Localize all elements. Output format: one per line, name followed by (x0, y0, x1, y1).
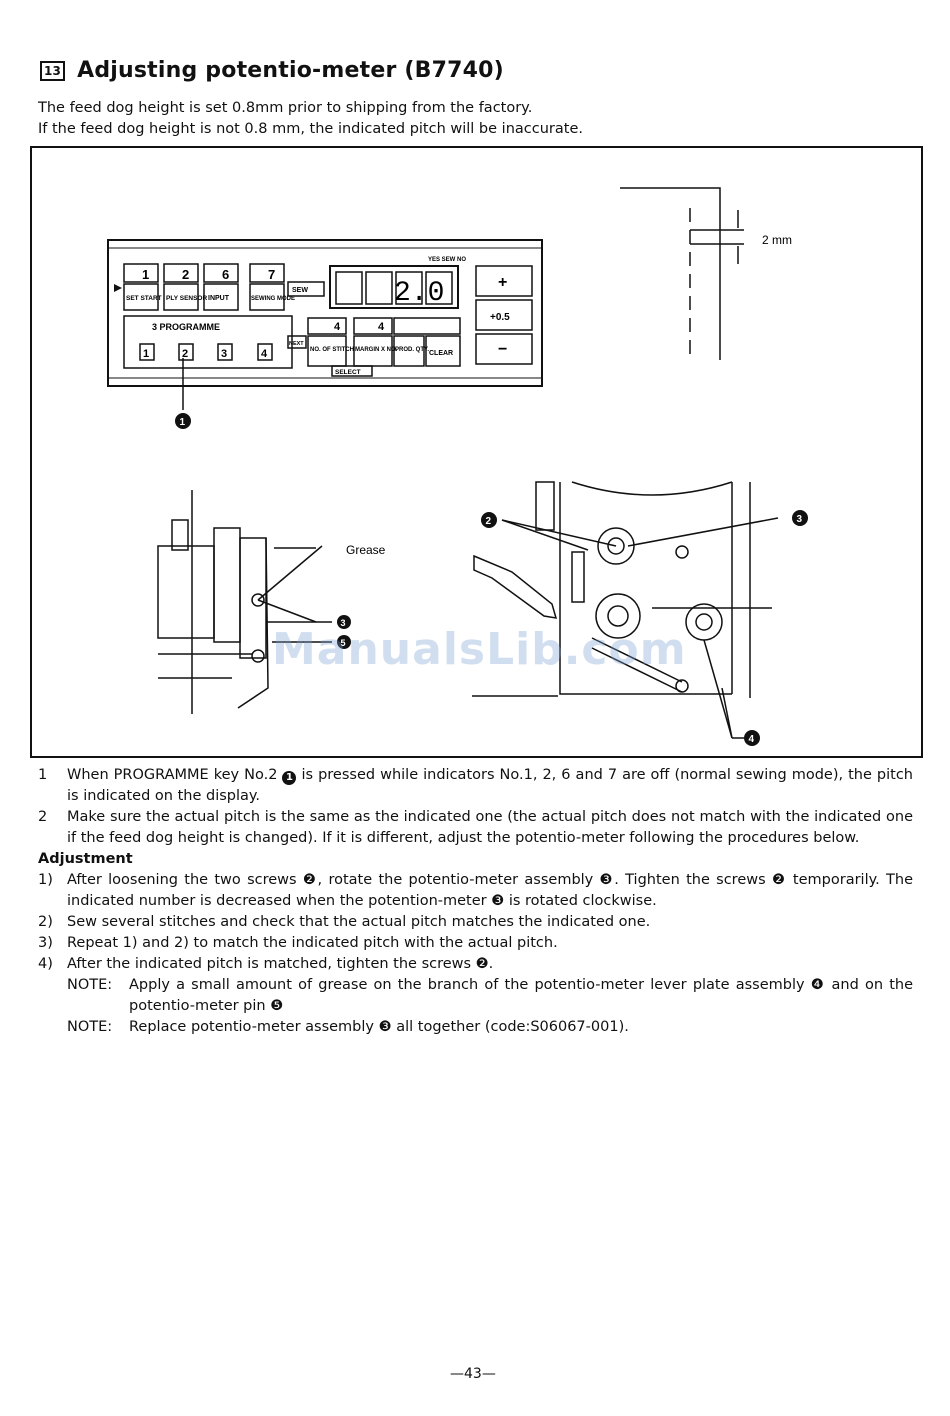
key-label-set-start: SET START (126, 295, 162, 302)
adjustment-2: 2) Sew several stitches and check that t… (38, 912, 913, 933)
section-title: 13 Adjusting potentio-meter (B7740) (40, 58, 504, 83)
key-margin: MARGIN X NO. (355, 347, 398, 353)
adjustment-text: After loosening the two screws ❷, rotate… (67, 872, 913, 909)
title-text: Adjusting potentio-meter (B7740) (77, 58, 504, 83)
figure-box: 1 2 6 7 SET START PLY SENSOR INPUT SEWIN… (30, 146, 923, 758)
adjustment-text: Repeat 1) and 2) to match the indicated … (67, 935, 558, 951)
adjustment-text: Sew several stitches and check that the … (67, 914, 651, 930)
callout-1-number: 1 (180, 417, 186, 428)
adjustment-1: 1) After loosening the two screws ❷, rot… (38, 870, 913, 912)
section-number-box: 13 (40, 60, 66, 81)
note-label: NOTE: (67, 1019, 113, 1035)
plus-key: + (498, 274, 507, 291)
potentiometer-side-view (157, 490, 332, 714)
callout-2-number: 2 (486, 516, 492, 527)
stitch-num-4a: 4 (334, 321, 341, 333)
note-label: NOTE: (67, 977, 113, 993)
key-label-sewing-mode: SEWING MODE (251, 296, 295, 302)
dimension-label: 2 mm (762, 233, 792, 247)
key-label-ply-sensor: PLY SENSOR (166, 295, 207, 302)
note-1: NOTE: Apply a small amount of grease on … (38, 975, 913, 1017)
minus-key: − (498, 341, 507, 358)
note-text: Replace potentio-meter assembly ❸ all to… (129, 1019, 629, 1035)
intro-line: If the feed dog height is not 0.8 mm, th… (38, 121, 583, 137)
step-text: Make sure the actual pitch is the same a… (67, 809, 913, 846)
callout-3-left-marker (337, 615, 351, 629)
instructions: 1 When PROGRAMME key No.2 1 is pressed w… (38, 765, 913, 1038)
yes-sew-no-label: YES SEW NO (428, 257, 466, 263)
programme-key-4: 4 (261, 348, 268, 360)
adjustment-heading: Adjustment (38, 851, 133, 867)
control-panel: 1 2 6 7 SET START PLY SENSOR INPUT SEWIN… (107, 239, 543, 429)
callout-2-marker (481, 512, 497, 528)
callout-4-number: 4 (749, 734, 755, 745)
step-number: 2 (38, 809, 48, 825)
callout-5-marker (337, 635, 351, 649)
callout-5-number: 5 (341, 638, 346, 648)
figure-illustration: 1 2 6 7 SET START PLY SENSOR INPUT SEWIN… (107, 187, 808, 746)
step-text: When PROGRAMME key No.2 (67, 767, 283, 783)
callout-3-left-number: 3 (341, 618, 346, 628)
page-number: —43— (450, 1366, 496, 1382)
programme-key-2: 2 (182, 348, 188, 360)
step-number: 1 (38, 767, 48, 783)
intro-text: The feed dog height is set 0.8mm prior t… (38, 98, 583, 140)
feed-dog-dimension-diagram (620, 187, 744, 360)
key-1-number: 1 (142, 267, 149, 282)
watermark: ManualsLib.com (272, 624, 687, 675)
next-label: NEXT (289, 341, 304, 347)
key-no-of-stitch: NO. OF STITCH (310, 347, 354, 353)
display-readout: 2.0 (394, 278, 444, 309)
callout-3-right-number: 3 (797, 514, 803, 525)
stitch-num-4b: 4 (378, 321, 385, 333)
adjustment-number: 1) (38, 872, 53, 888)
programme-label: 3 PROGRAMME (152, 322, 220, 332)
plus05-key: +0.5 (490, 312, 510, 323)
grease-label: Grease (346, 543, 386, 557)
callout-3-right-marker (792, 510, 808, 526)
key-label-input: INPUT (208, 295, 230, 302)
note-2: NOTE: Replace potentio-meter assembly ❸ … (38, 1017, 913, 1038)
programme-key-3: 3 (221, 348, 227, 360)
programme-key-1: 1 (143, 348, 149, 360)
key-clear: CLEAR (429, 350, 453, 357)
adjustment-number: 4) (38, 956, 53, 972)
callout-1-marker (175, 413, 191, 429)
note-text: Apply a small amount of grease on the br… (129, 977, 913, 1014)
adjustment-number: 3) (38, 935, 53, 951)
select-label: SELECT (335, 369, 361, 376)
sew-label: SEW (292, 287, 308, 294)
adjustment-number: 2) (38, 914, 53, 930)
key-6-number: 6 (222, 267, 229, 282)
step-2: 2 Make sure the actual pitch is the same… (38, 807, 913, 849)
callout-4-marker (744, 730, 760, 746)
step-1: 1 When PROGRAMME key No.2 1 is pressed w… (38, 765, 913, 807)
adjustment-text: After the indicated pitch is matched, ti… (67, 956, 494, 972)
adjustment-3: 3) Repeat 1) and 2) to match the indicat… (38, 933, 913, 954)
key-prod-qty: PROD. QTY. (395, 347, 429, 353)
callout-1-inline: 1 (282, 771, 297, 785)
key-7-number: 7 (268, 267, 275, 282)
adjustment-4: 4) After the indicated pitch is matched,… (38, 954, 913, 975)
potentiometer-front-view (472, 481, 779, 739)
step-text: is pressed while indicators No.1, 2, 6 a… (67, 767, 913, 804)
key-2-number: 2 (182, 267, 189, 282)
intro-line: The feed dog height is set 0.8mm prior t… (38, 100, 533, 116)
